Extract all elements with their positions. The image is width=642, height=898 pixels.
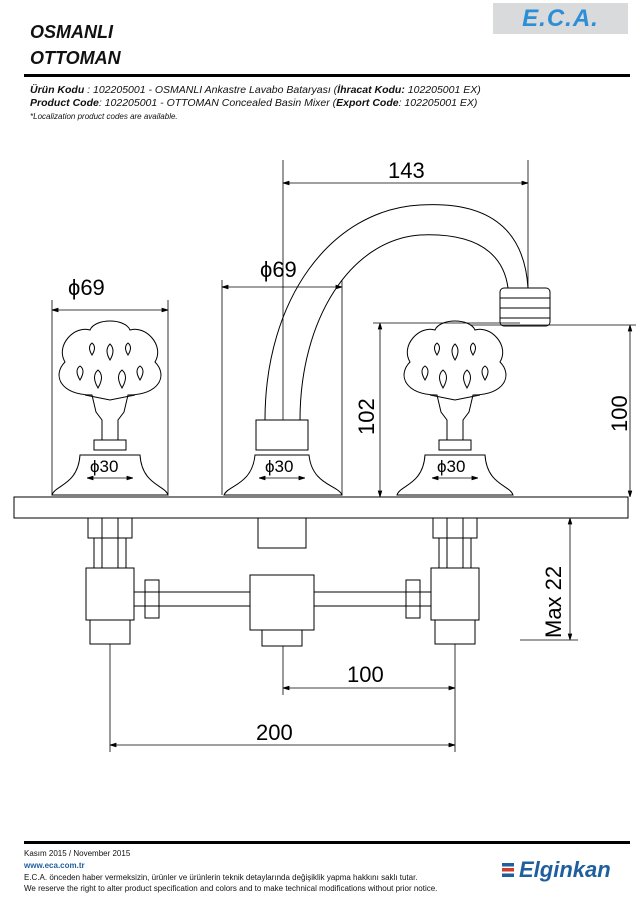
dim-reach: 143 <box>388 158 425 183</box>
dim-valve-diameter-right: ϕ30 <box>437 457 465 476</box>
dim-max-depth: Max 22 <box>541 566 566 638</box>
dim-handle-height: 100 <box>607 395 632 432</box>
left-valve-body <box>85 517 135 645</box>
title-tr: OSMANLI <box>30 22 113 42</box>
footer-url[interactable]: www.eca.com.tr <box>24 861 85 870</box>
right-valve-body <box>430 517 480 645</box>
footer-date: Kasım 2015 / November 2015 <box>24 849 131 858</box>
countertop <box>13 496 629 519</box>
dim-handle-diameter: ϕ69 <box>68 275 105 300</box>
dim-spout-height: 102 <box>354 398 379 435</box>
product-code-tr: Ürün Kodu : 102205001 - OSMANLI Ankastre… <box>30 84 481 96</box>
dim-spacing: 100 <box>347 662 384 687</box>
eca-logo: E.C.A. <box>493 3 628 34</box>
localization-note: *Localization product codes are availabl… <box>30 112 178 121</box>
connecting-pipe <box>134 591 431 607</box>
dim-valve-diameter-mid: ϕ30 <box>265 457 293 476</box>
dim-spout-base-diameter: ϕ69 <box>260 257 297 282</box>
footer-notice-tr: E.C.A. önceden haber vermeksizin, ürünle… <box>24 873 418 882</box>
title-en: OTTOMAN <box>30 48 121 68</box>
footer-divider <box>24 841 630 844</box>
header-divider <box>24 74 630 77</box>
pipe-nut <box>405 579 421 619</box>
pipe-nut <box>144 579 160 619</box>
dim-overall-width: 200 <box>256 720 293 745</box>
elginkan-logo: Elginkan <box>502 857 611 883</box>
spout <box>223 204 551 647</box>
product-code-en: Product Code: 102205001 - OTTOMAN Concea… <box>30 97 478 109</box>
elginkan-flag-icon <box>502 863 514 877</box>
dim-valve-diameter-left: ϕ30 <box>90 457 118 476</box>
footer-notice-en: We reserve the right to alter product sp… <box>24 884 438 893</box>
